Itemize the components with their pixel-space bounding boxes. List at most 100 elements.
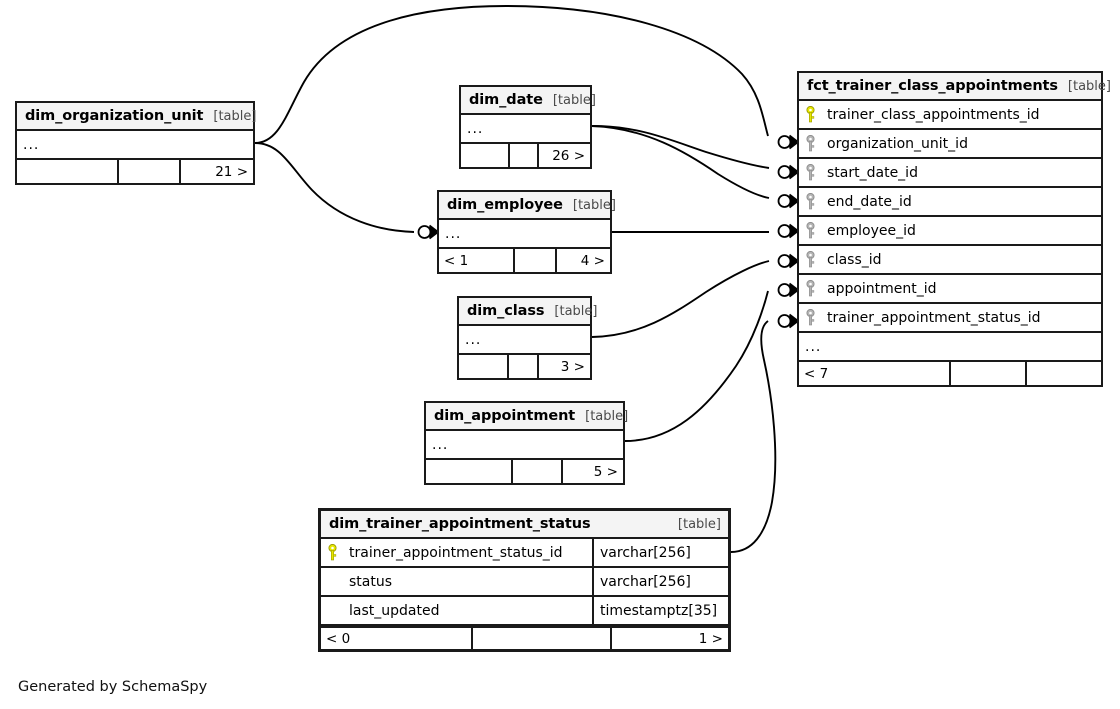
foreign-key-icon [799, 130, 821, 157]
table-title: dim_date [table] [461, 87, 596, 115]
table-dim-appointment[interactable]: dim_appointment [table] ... 5 > [424, 401, 629, 485]
table-title: dim_class [table] [459, 298, 598, 326]
footer-outgoing-count: 4 > [555, 249, 610, 272]
edge-endpoint-employee [777, 223, 799, 239]
column-row-appointment-id[interactable]: appointment_id [799, 275, 1101, 304]
primary-key-icon [321, 539, 343, 566]
table-tag: [table] [677, 516, 721, 532]
more-columns-indicator: ... [439, 220, 610, 249]
column-row-organization-unit-id[interactable]: organization_unit_id [799, 130, 1101, 159]
footer-incoming-count [17, 160, 117, 183]
column-row-trainer-class-appointments-id[interactable]: trainer_class_appointments_id [799, 101, 1101, 130]
table-footer: 26 > [461, 144, 590, 167]
no-key-icon [321, 568, 343, 595]
foreign-key-icon [799, 217, 821, 244]
table-dim-trainer-appointment-status[interactable]: dim_trainer_appointment_status [table] t… [318, 508, 731, 652]
table-footer: < 1 4 > [439, 249, 610, 272]
generated-by-caption: Generated by SchemaSpy [18, 679, 208, 695]
column-row-trainer-appointment-status-id[interactable]: trainer_appointment_status_id varchar[25… [321, 539, 728, 568]
table-footer: < 0 1 > [321, 626, 728, 649]
column-row-last-updated[interactable]: last_updated timestamptz[35] [321, 597, 728, 626]
footer-outgoing-count: 3 > [537, 355, 590, 378]
column-name: organization_unit_id [827, 135, 968, 152]
table-dim-organization-unit[interactable]: dim_organization_unit [table] ... 21 > [15, 101, 257, 185]
footer-incoming-count: < 0 [326, 630, 351, 647]
table-name: dim_class [467, 303, 545, 319]
edge-appointment-to-fact [624, 290, 769, 442]
column-name: status [349, 573, 393, 590]
no-key-icon [321, 597, 343, 624]
foreign-key-icon [799, 275, 821, 302]
table-title: fct_trainer_class_appointments [table] [799, 73, 1111, 101]
edge-endpoint-organization-unit [777, 134, 799, 150]
footer-middle [508, 144, 537, 167]
table-footer: 21 > [17, 160, 253, 183]
column-name: trainer_appointment_status_id [349, 544, 563, 561]
table-name: fct_trainer_class_appointments [807, 78, 1058, 94]
column-row-employee-id[interactable]: employee_id [799, 217, 1101, 246]
table-dim-class[interactable]: dim_class [table] ... 3 > [457, 296, 598, 380]
column-name: end_date_id [827, 193, 912, 210]
table-fct-trainer-class-appointments[interactable]: fct_trainer_class_appointments [table] t… [797, 71, 1111, 387]
table-name: dim_date [469, 92, 543, 108]
table-footer: < 7 [799, 362, 1101, 385]
foreign-key-icon [799, 246, 821, 273]
table-title: dim_employee [table] [439, 192, 616, 220]
table-tag: [table] [572, 197, 616, 213]
footer-incoming-count [459, 355, 507, 378]
column-row-end-date-id[interactable]: end_date_id [799, 188, 1101, 217]
more-columns-indicator: ... [799, 333, 1101, 362]
table-tag: [table] [552, 92, 596, 108]
footer-outgoing-count: 21 > [179, 160, 253, 183]
footer-middle [507, 355, 537, 378]
table-footer: 3 > [459, 355, 590, 378]
more-columns-indicator: ... [459, 326, 590, 355]
column-type: varchar[256] [592, 539, 728, 566]
table-tag: [table] [554, 303, 598, 319]
footer-outgoing-count: 5 > [561, 460, 623, 483]
table-title: dim_organization_unit [table] [17, 103, 257, 131]
column-name: start_date_id [827, 164, 918, 181]
edge-date-to-end-date [591, 125, 770, 199]
footer-incoming-count [461, 144, 508, 167]
foreign-key-icon [799, 159, 821, 186]
table-dim-employee[interactable]: dim_employee [table] ... < 1 4 > [437, 190, 616, 274]
footer-middle [117, 160, 179, 183]
column-name: last_updated [349, 602, 440, 619]
edge-endpoint-employee-table [417, 224, 439, 240]
column-type: timestamptz[35] [592, 597, 728, 624]
column-row-class-id[interactable]: class_id [799, 246, 1101, 275]
footer-outgoing-count [1025, 362, 1101, 385]
table-name: dim_trainer_appointment_status [329, 516, 591, 532]
footer-middle [511, 460, 561, 483]
column-name: trainer_appointment_status_id [827, 309, 1041, 326]
footer-middle [513, 249, 555, 272]
column-row-status[interactable]: status varchar[256] [321, 568, 728, 597]
table-name: dim_appointment [434, 408, 576, 424]
footer-middle [471, 628, 610, 649]
more-columns-indicator: ... [426, 431, 623, 460]
column-row-start-date-id[interactable]: start_date_id [799, 159, 1101, 188]
table-tag: [table] [585, 408, 629, 424]
table-footer: 5 > [426, 460, 623, 483]
primary-key-icon [799, 101, 821, 128]
column-name: appointment_id [827, 280, 937, 297]
edge-endpoint-class [777, 253, 799, 269]
table-tag: [table] [213, 108, 257, 124]
edge-date-to-start-date [591, 125, 770, 169]
edge-endpoint-appointment [777, 282, 799, 298]
edge-endpoint-status [777, 313, 799, 329]
footer-outgoing-count: 26 > [537, 144, 590, 167]
column-name: trainer_class_appointments_id [827, 106, 1040, 123]
column-name: employee_id [827, 222, 916, 239]
edge-endpoint-start-date [777, 164, 799, 180]
edge-endpoint-end-date [777, 193, 799, 209]
foreign-key-icon [799, 188, 821, 215]
more-columns-indicator: ... [17, 131, 253, 160]
table-name: dim_organization_unit [25, 108, 204, 124]
column-name: class_id [827, 251, 882, 268]
table-dim-date[interactable]: dim_date [table] ... 26 > [459, 85, 596, 169]
column-row-trainer-appointment-status-id[interactable]: trainer_appointment_status_id [799, 304, 1101, 333]
footer-middle [949, 362, 1025, 385]
